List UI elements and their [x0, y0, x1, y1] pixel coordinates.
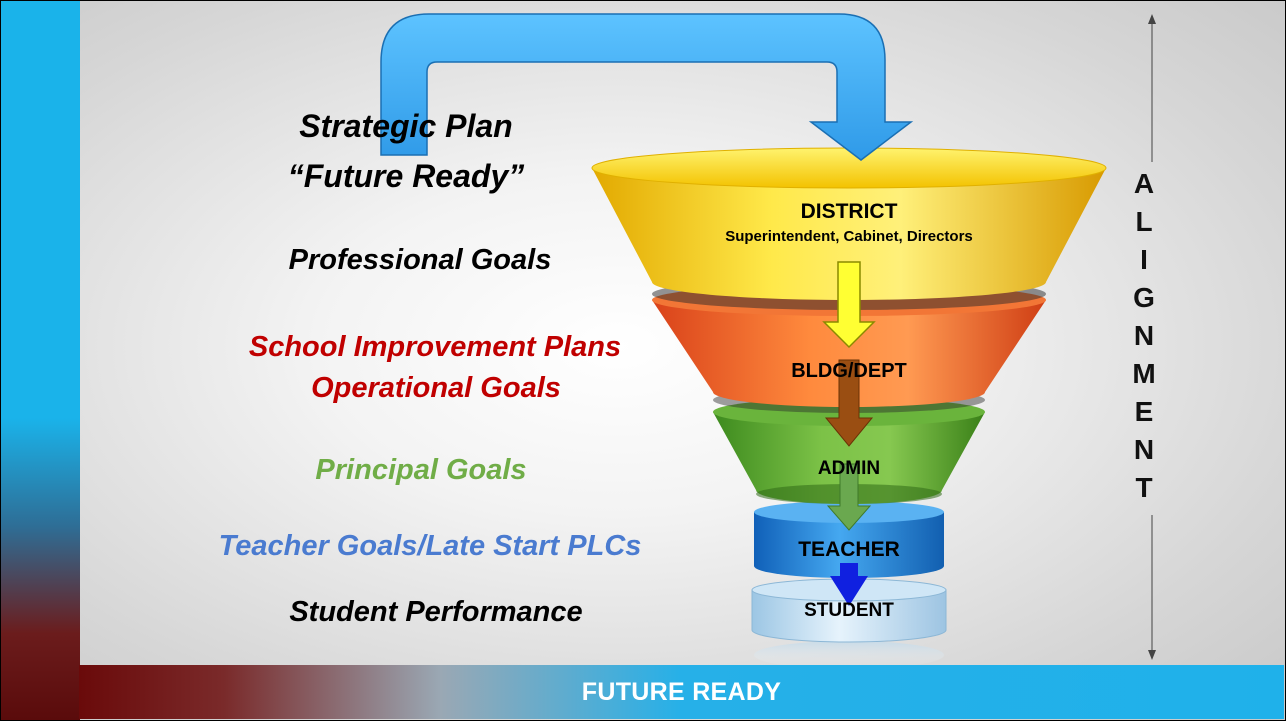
professional-goals-label: Professional Goals	[288, 244, 552, 276]
alignment-letter: M	[1132, 358, 1156, 389]
alignment-letter: N	[1133, 320, 1155, 351]
district-subtitle: Superintendent, Cabinet, Directors	[725, 228, 973, 245]
footer-bar	[79, 665, 1284, 719]
down-arrow-icon	[822, 261, 876, 349]
school-improvement-plans-label: School Improvement Plans	[248, 331, 622, 363]
teacher-goals-label: Teacher Goals/Late Start PLCs	[218, 530, 642, 562]
down-arrow-icon	[824, 359, 874, 447]
down-arrow-icon	[826, 463, 872, 531]
funnel-tier-student	[751, 578, 947, 643]
double-arrow-icon	[1148, 14, 1156, 660]
teacher-label: TEACHER	[798, 538, 900, 561]
admin-label: ADMIN	[817, 458, 881, 479]
future-ready-quote-label: “Future Ready”	[287, 158, 525, 194]
curved-arrow-icon	[380, 13, 914, 161]
district-title: DISTRICT	[800, 200, 898, 223]
alignment-letter: T	[1135, 472, 1153, 503]
alignment-vertical-label: A L I G N M E N T	[1122, 168, 1166, 508]
operational-goals-label: Operational Goals	[311, 372, 561, 404]
left-accent-bar	[1, 1, 80, 720]
funnel-reflection	[754, 641, 944, 669]
alignment-letter: G	[1133, 282, 1155, 313]
alignment-letter: L	[1135, 206, 1153, 237]
student-performance-label: Student Performance	[289, 596, 583, 628]
funnel-tier-teacher	[754, 501, 944, 578]
student-label: STUDENT	[804, 600, 894, 621]
strategic-plan-label: Strategic Plan	[299, 108, 513, 144]
alignment-letter: N	[1133, 434, 1155, 465]
alignment-letter: E	[1134, 396, 1154, 427]
alignment-letter: A	[1133, 168, 1155, 199]
down-arrow-icon	[830, 563, 868, 606]
alignment-letter: I	[1140, 244, 1148, 275]
bldg-dept-label: BLDG/DEPT	[791, 360, 907, 382]
footer-title: FUTURE READY	[581, 678, 782, 706]
principal-goals-label: Principal Goals	[315, 454, 527, 486]
